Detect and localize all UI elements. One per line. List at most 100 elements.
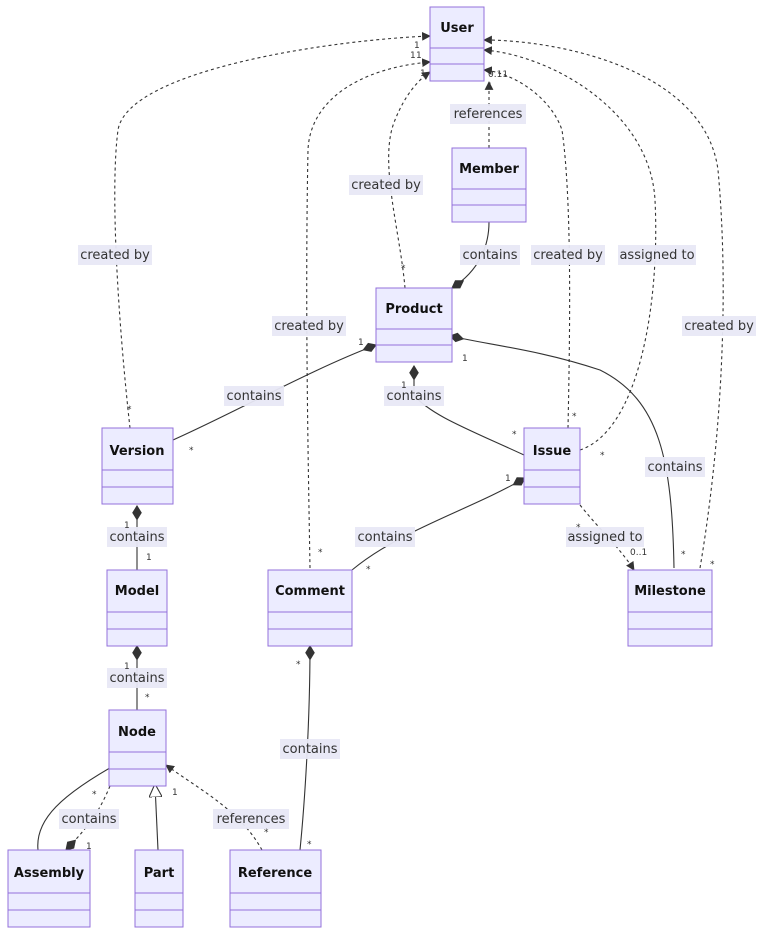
label-issue-contains: contains — [384, 386, 444, 406]
class-milestone[interactable]: Milestone — [627, 569, 713, 647]
label-issue-created-by: created by — [531, 245, 605, 265]
svg-text:references: references — [454, 107, 523, 122]
class-part-title: Part — [144, 866, 175, 881]
class-member[interactable]: Member — [451, 147, 527, 223]
card-user-1b: 1 — [416, 51, 422, 61]
class-issue-title: Issue — [533, 444, 572, 459]
class-assembly[interactable]: Assembly — [7, 849, 91, 928]
card-comment-star: * — [318, 548, 323, 558]
svg-text:created by: created by — [274, 319, 344, 334]
class-assembly-title: Assembly — [14, 866, 85, 881]
svg-text:contains: contains — [647, 460, 702, 475]
card-model-1b: 1 — [146, 553, 152, 563]
svg-text:assigned to: assigned to — [619, 248, 694, 263]
svg-text:contains: contains — [357, 530, 412, 545]
edge-issue-assignedto-user — [483, 46, 657, 451]
class-comment-title: Comment — [275, 584, 345, 599]
class-model-title: Model — [115, 584, 159, 599]
label-issue-assigned-to-milestone: assigned to — [566, 527, 644, 547]
label-milestone-contains: contains — [645, 457, 705, 477]
class-product-title: Product — [385, 302, 442, 317]
card-user-011: 0.11 — [488, 70, 508, 80]
svg-text:references: references — [217, 812, 286, 827]
card-issue-1: 1 — [505, 474, 511, 484]
edge-issue-contains-comment — [351, 477, 526, 571]
card-comment-star3: * — [296, 660, 301, 670]
card-issue-star3: * — [600, 451, 605, 461]
class-node-title: Node — [118, 725, 156, 740]
class-part[interactable]: Part — [134, 849, 184, 928]
class-user-title: User — [440, 21, 474, 36]
class-user[interactable]: User — [429, 6, 485, 82]
class-node[interactable]: Node — [108, 709, 167, 787]
card-product-1c: 1 — [401, 381, 407, 391]
svg-text:created by: created by — [80, 248, 150, 263]
edge-product-contains-milestone — [449, 332, 675, 569]
svg-text:contains: contains — [109, 530, 164, 545]
svg-text:created by: created by — [533, 248, 603, 263]
class-comment[interactable]: Comment — [267, 569, 353, 647]
label-comment-created-by: created by — [272, 316, 346, 336]
label-reference-references: references — [213, 809, 289, 829]
label-references-user: references — [450, 104, 526, 124]
card-user-1c: 1 — [410, 51, 416, 61]
class-milestone-title: Milestone — [634, 584, 706, 599]
card-node-1: 1 — [124, 662, 130, 672]
card-user-1d: 1 — [420, 69, 426, 79]
label-reference-contains: contains — [280, 739, 340, 759]
label-node-contains: contains — [107, 668, 167, 688]
class-model[interactable]: Model — [106, 569, 168, 647]
label-version-contains: contains — [224, 386, 284, 406]
label-model-contains: contains — [107, 527, 167, 547]
edge-labels: references created by created by contain… — [59, 104, 756, 829]
card-milestone-star3: * — [710, 560, 715, 570]
edge-assembly-contains-node — [65, 785, 111, 851]
class-product[interactable]: Product — [375, 287, 453, 363]
card-reference-star: * — [264, 828, 269, 838]
label-version-created-by: created by — [78, 245, 152, 265]
card-reference-star2: * — [307, 840, 312, 850]
cardinalities: 1 1 1 1 0.11 1 * 1 1 1 * * * * * 1 1 1 *… — [86, 41, 715, 852]
svg-text:contains: contains — [226, 389, 281, 404]
card-version-star: * — [127, 405, 132, 415]
card-milestone-star2: * — [681, 550, 686, 560]
card-assembly-1: 1 — [86, 842, 92, 852]
label-issue-assigned-to-user: assigned to — [618, 245, 696, 265]
edge-product-contains-issue — [409, 365, 525, 456]
edge-reference-references-node — [165, 764, 263, 851]
edge-version-createdby-user — [114, 31, 431, 429]
card-milestone-star: * — [576, 523, 581, 533]
class-issue[interactable]: Issue — [523, 427, 581, 505]
class-reference-title: Reference — [238, 866, 312, 881]
class-version[interactable]: Version — [101, 427, 174, 505]
class-member-title: Member — [459, 162, 519, 177]
svg-text:contains: contains — [109, 671, 164, 686]
card-version-star2: * — [189, 446, 194, 456]
label-member-contains: contains — [460, 245, 520, 265]
svg-text:created by: created by — [684, 319, 754, 334]
card-user-1e: 1 — [487, 82, 493, 92]
label-milestone-created-by: created by — [682, 316, 756, 336]
card-issue-star2: * — [512, 430, 517, 440]
edge-comment-createdby-user — [306, 58, 431, 569]
label-assembly-contains: contains — [59, 809, 119, 829]
svg-text:contains: contains — [462, 248, 517, 263]
edge-milestone-createdby-user — [483, 35, 724, 569]
card-product-1b: 1 — [462, 354, 468, 364]
class-version-title: Version — [110, 444, 165, 459]
svg-text:contains: contains — [282, 742, 337, 757]
edge-assembly-inherits-node — [37, 760, 124, 851]
card-product-1: 1 — [358, 338, 364, 348]
card-model-1: 1 — [124, 521, 130, 531]
card-comment-star2: * — [366, 565, 371, 575]
edge-product-createdby-user — [388, 71, 431, 289]
card-node-1b: 1 — [172, 788, 178, 798]
edge-part-inherits-node — [155, 785, 158, 851]
card-issue-star: * — [572, 412, 577, 422]
class-reference[interactable]: Reference — [229, 849, 322, 928]
label-comment-contains: contains — [355, 527, 415, 547]
label-product-created-by: created by — [349, 175, 423, 195]
card-user-1a: 1 — [414, 41, 420, 51]
card-milestone-01: 0..1 — [630, 548, 647, 558]
